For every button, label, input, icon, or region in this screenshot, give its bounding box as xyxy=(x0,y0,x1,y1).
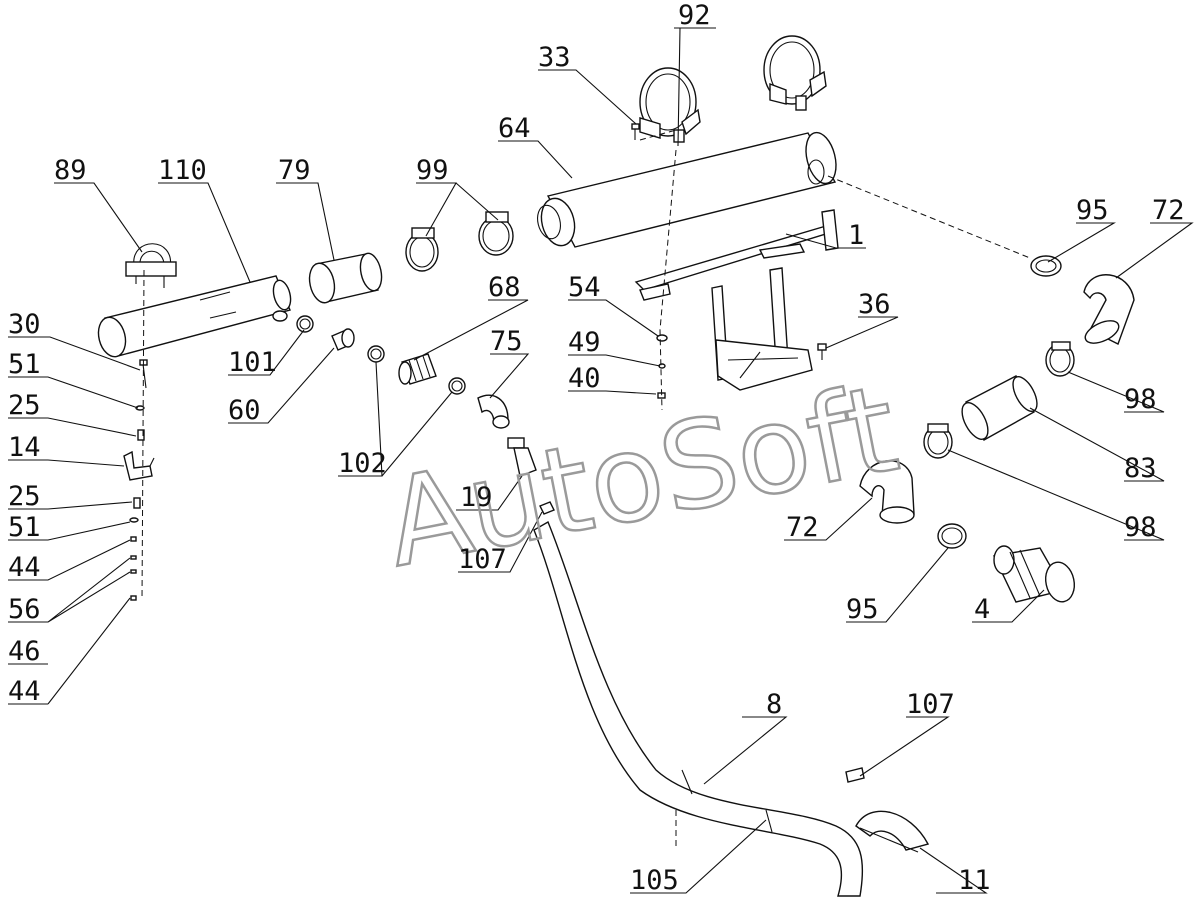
flex-pipe-4 xyxy=(992,545,1076,603)
flex-hose-68 xyxy=(398,353,437,385)
clamp-95-b xyxy=(937,523,967,549)
callout-25-bottom: 25 xyxy=(8,481,41,512)
muffler-clamp-rear xyxy=(763,35,827,111)
callout-44-bottom: 44 xyxy=(8,676,41,707)
clip-107-b xyxy=(845,767,865,783)
callout-101: 101 xyxy=(228,347,277,378)
sleeve-79 xyxy=(308,252,383,304)
clamp-101 xyxy=(296,315,314,333)
muffler-64 xyxy=(537,131,837,248)
callout-4: 4 xyxy=(974,594,990,625)
callout-1: 1 xyxy=(848,220,864,251)
clip-107-a xyxy=(539,501,555,515)
callout-99: 99 xyxy=(416,155,449,186)
muffler-clamp-92 xyxy=(639,67,701,143)
band-clamp-99-b xyxy=(478,211,514,256)
callout-72-top: 72 xyxy=(1152,195,1185,226)
elbow-72-a xyxy=(1083,274,1135,345)
callout-11: 11 xyxy=(958,865,991,896)
spring-25-b xyxy=(133,497,141,509)
nut-44-a xyxy=(130,536,137,542)
callout-98-top: 98 xyxy=(1124,384,1157,415)
callout-68: 68 xyxy=(488,272,521,303)
callout-54: 54 xyxy=(568,272,601,303)
callout-14: 14 xyxy=(8,432,41,463)
support-bracket-1 xyxy=(634,209,839,391)
elbow-72-b xyxy=(859,460,915,524)
washer-54 xyxy=(656,334,668,342)
callout-95-top: 95 xyxy=(1076,195,1109,226)
callout-105: 105 xyxy=(630,865,679,896)
callout-98-bottom: 98 xyxy=(1124,512,1157,543)
callout-40: 40 xyxy=(568,363,601,394)
washer-46 xyxy=(130,569,137,574)
assembly-axes xyxy=(141,129,1031,850)
callout-36: 36 xyxy=(858,289,891,320)
callout-75: 75 xyxy=(490,326,523,357)
callout-labels: 92 33 64 89 110 79 99 95 72 1 54 68 36 3… xyxy=(8,0,1185,896)
pipe-83 xyxy=(961,375,1038,441)
callout-19: 19 xyxy=(460,482,493,513)
callout-83: 83 xyxy=(1124,453,1157,484)
tail-pipe-8 xyxy=(533,520,864,897)
callout-60: 60 xyxy=(228,395,261,426)
nut-44-b xyxy=(130,595,137,601)
clamp-102-a xyxy=(367,345,385,363)
callout-92: 92 xyxy=(678,0,711,31)
callout-79: 79 xyxy=(278,155,311,186)
u-clamp-89 xyxy=(125,243,177,288)
exhaust-pipe-110 xyxy=(97,275,292,358)
callout-8: 8 xyxy=(766,689,782,720)
clamp-95-a xyxy=(1030,255,1062,277)
callout-107-right: 107 xyxy=(906,689,955,720)
callout-51-top: 51 xyxy=(8,349,41,380)
callout-64: 64 xyxy=(498,113,531,144)
callout-51-bottom: 51 xyxy=(8,512,41,543)
callout-110: 110 xyxy=(158,155,207,186)
band-clamp-99-a xyxy=(405,227,439,272)
callout-49: 49 xyxy=(568,327,601,358)
callout-95-bottom: 95 xyxy=(846,594,879,625)
leader-lines xyxy=(8,27,1194,894)
callout-72-bottom: 72 xyxy=(786,512,819,543)
clamp-102-b xyxy=(448,377,466,395)
tail-tip-11 xyxy=(855,810,930,853)
spring-25-a xyxy=(137,429,145,441)
callout-102: 102 xyxy=(338,448,387,479)
bolt-36 xyxy=(817,343,827,360)
callout-56: 56 xyxy=(8,594,41,625)
callout-46: 46 xyxy=(8,636,41,667)
callout-44-top: 44 xyxy=(8,552,41,583)
sleeve-60 xyxy=(331,328,355,351)
callout-25-top: 25 xyxy=(8,390,41,421)
band-clamp-98-a xyxy=(1045,341,1075,377)
band-clamp-98-b xyxy=(923,423,953,459)
watermark: AutoSoft xyxy=(375,360,907,595)
bracket-14 xyxy=(123,450,155,481)
washer-51-b xyxy=(129,517,139,523)
fitting-19 xyxy=(507,437,537,477)
bolt-33 xyxy=(631,123,640,140)
callout-107-left: 107 xyxy=(458,544,507,575)
callout-30: 30 xyxy=(8,309,41,340)
elbow-75 xyxy=(477,394,510,429)
callout-33: 33 xyxy=(538,42,571,73)
washer-56 xyxy=(130,555,137,560)
callout-89: 89 xyxy=(54,155,87,186)
washer-51-a xyxy=(135,405,145,411)
